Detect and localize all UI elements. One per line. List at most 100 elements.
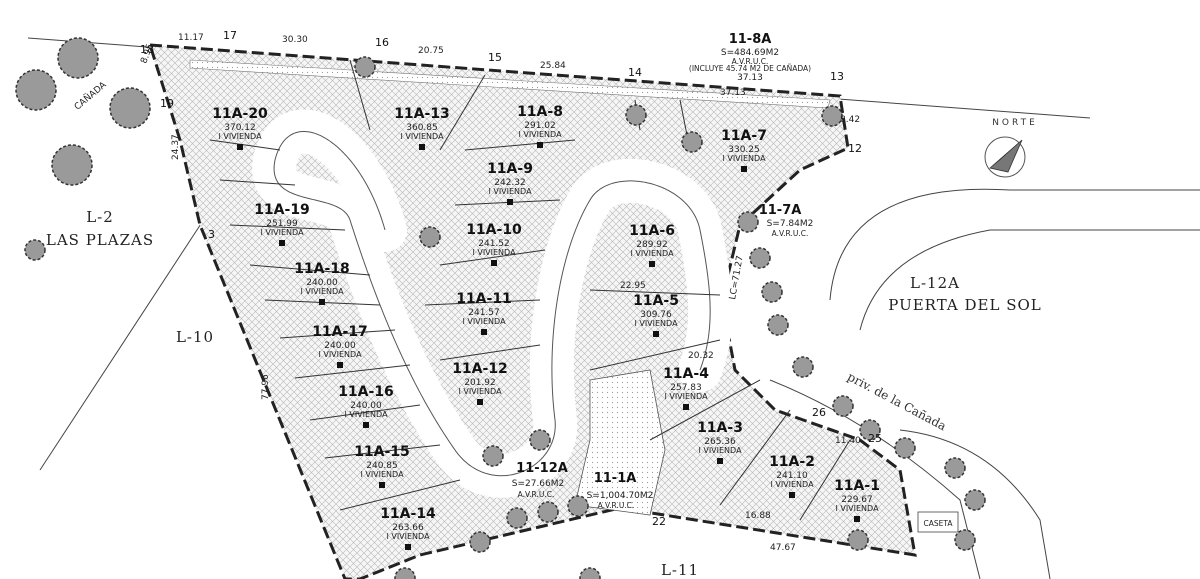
dim-30-30: 30.30 [282, 35, 308, 45]
lot-marker-icon [649, 261, 655, 267]
area-11-12A-note: A.V.R.U.C. [518, 490, 555, 499]
lot-use-label: I VIVIENDA [835, 504, 879, 513]
lot-marker-icon [419, 144, 425, 150]
lot-marker-icon [279, 240, 285, 246]
lot-id-label: 11A-16 [338, 384, 394, 400]
dim-37-13: 37.13 [720, 88, 746, 98]
lot-area-label: 240.00 [306, 278, 338, 288]
area-11-7A-note: A.V.R.U.C. [772, 229, 809, 238]
lot-area-label: 251.99 [266, 219, 298, 229]
lot-id-label: 11A-19 [254, 202, 310, 218]
tree-icon [832, 395, 854, 417]
lot-marker-icon [237, 144, 243, 150]
lot-use-label: I VIVIENDA [472, 248, 516, 257]
neighbor-l11: L-11 [661, 561, 699, 579]
lot-marker-icon [363, 422, 369, 428]
area-11-7A: 11-7A S=7.84M2 A.V.R.U.C. [759, 203, 814, 238]
area-11-12A-area: S=27.66M2 [512, 479, 565, 489]
tree-icon [567, 495, 589, 517]
lot-use-label: I VIVIENDA [462, 317, 506, 326]
lot-id-label: 11A-11 [456, 291, 512, 307]
vertex-16: 16 [375, 36, 389, 49]
area-11-1A: 11-1A S=1,004.70M2 A.V.R.U.C. [587, 471, 654, 510]
tree-icon [847, 529, 869, 551]
area-11-8A-note2: (INCLUYE 45.74 M2 DE CAÑADA) [689, 64, 811, 73]
lot-id-label: 11A-3 [697, 420, 743, 436]
area-11-8A-title: 11-8A [729, 32, 772, 47]
caseta-label: CASETA [924, 519, 954, 528]
north-arrow: NORTE [984, 118, 1035, 178]
lot-use-label: I VIVIENDA [698, 446, 742, 455]
lot-id-label: 11A-7 [721, 128, 767, 144]
tree-icon [792, 356, 814, 378]
lot-marker-icon [481, 329, 487, 335]
lot-id-label: 11A-17 [312, 324, 368, 340]
tree-icon [419, 226, 441, 248]
lot-area-label: 242.32 [494, 178, 526, 188]
lot-use-label: I VIVIENDA [770, 480, 814, 489]
vertex-12: 12 [848, 142, 862, 155]
tree-icon [625, 104, 647, 126]
lot-use-label: I VIVIENDA [300, 287, 344, 296]
area-11-8A-note: A.V.R.U.C. [732, 57, 769, 66]
lot-marker-icon [717, 458, 723, 464]
lot-use-label: I VIVIENDA [488, 187, 532, 196]
dim-47-67: 47.67 [770, 543, 796, 553]
dim-11-40: 11.40 [835, 436, 861, 446]
area-11-12A: 11-12A S=27.66M2 A.V.R.U.C. [512, 461, 568, 499]
lot-marker-icon [789, 492, 795, 498]
tree-icon [749, 247, 771, 269]
tree-icon [15, 69, 57, 111]
canada-label: CAÑADA [72, 79, 109, 113]
vertex-19: 19 [160, 97, 174, 110]
dim-11-17: 11.17 [178, 33, 204, 43]
vertex-17: 17 [223, 29, 237, 42]
tree-icon [761, 281, 783, 303]
lot-area-label: 240.00 [350, 401, 382, 411]
lot-area-label: 291.02 [524, 121, 556, 131]
area-11-7A-area: S=7.84M2 [767, 219, 814, 229]
dim-24-37: 24.37 [171, 134, 181, 160]
lot-id-label: 11A-8 [517, 104, 563, 120]
tree-icon [737, 211, 759, 233]
lot-marker-icon [319, 299, 325, 305]
lot-area-label: 289.92 [636, 240, 668, 250]
lot-marker-icon [741, 166, 747, 172]
vertex-13: 13 [830, 70, 844, 83]
lot-use-label: I VIVIENDA [722, 154, 766, 163]
lot-id-label: 11A-10 [466, 222, 522, 238]
lot-marker-icon [683, 404, 689, 410]
lot-use-label: I VIVIENDA [518, 130, 562, 139]
neighbor-l2: L-2 [86, 208, 114, 226]
lot-id-label: 11A-13 [394, 106, 450, 122]
dim-20-32: 20.32 [688, 351, 714, 361]
vertex-labels: 18 17 16 15 14 13 12 19 3 22 25 26 [140, 29, 882, 528]
tree-icon [579, 567, 601, 579]
lot-id-label: 11A-18 [294, 261, 350, 277]
tree-icon [537, 501, 559, 523]
vertex-15: 15 [488, 51, 502, 64]
dim-77-96: 77.96 [261, 374, 271, 400]
tree-icon [57, 37, 99, 79]
area-11-1A-note: A.V.R.U.C. [598, 501, 635, 510]
vertex-25: 25 [868, 432, 882, 445]
lot-id-label: 11A-6 [629, 223, 675, 239]
area-11-8A-area: S=484.69M2 [721, 48, 779, 58]
lot-area-label: 241.52 [478, 239, 510, 249]
lot-area-label: 257.83 [670, 383, 702, 393]
tree-icon [354, 56, 376, 78]
lot-area-label: 229.67 [841, 495, 873, 505]
lot-marker-icon [379, 482, 385, 488]
lot-area-label: 265.36 [704, 437, 736, 447]
lot-area-label: 330.25 [728, 145, 760, 155]
tree-icon [954, 529, 976, 551]
vertex-22: 22 [652, 515, 666, 528]
